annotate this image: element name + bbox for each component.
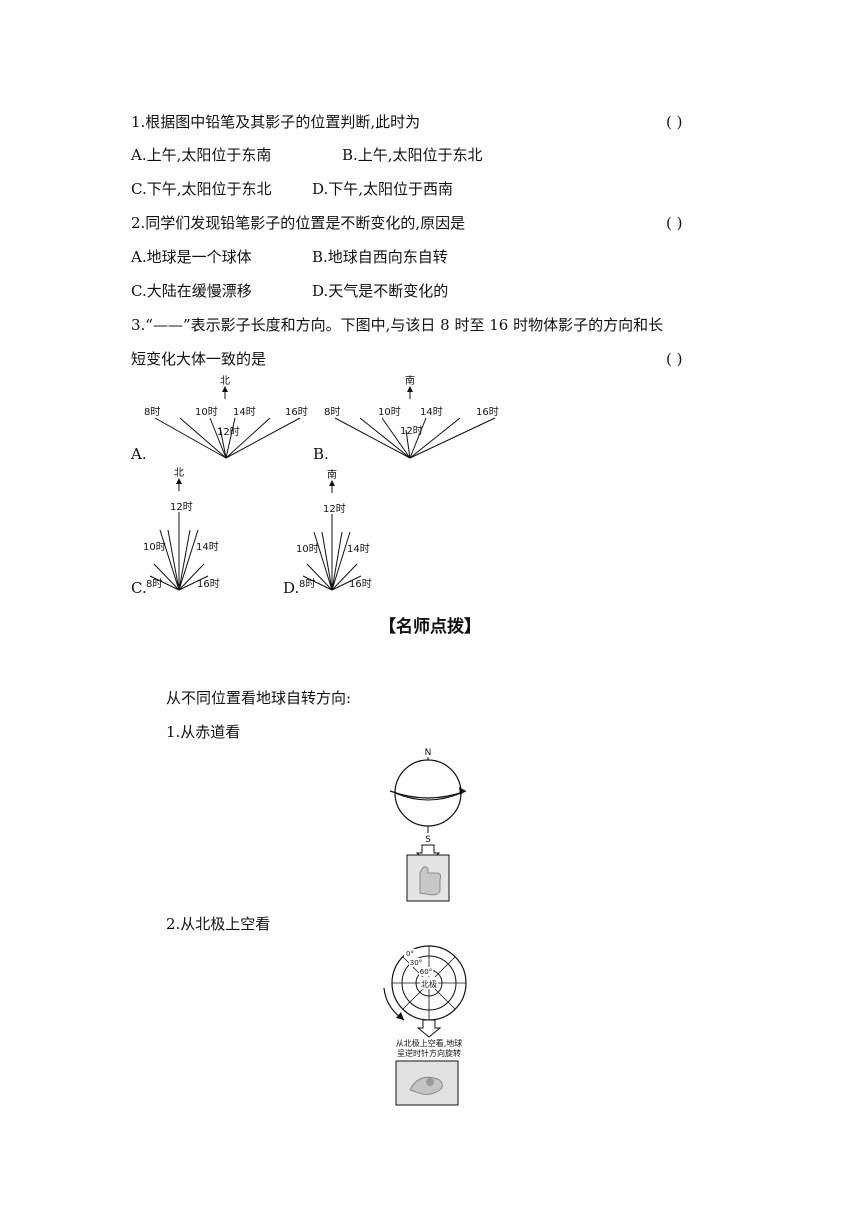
diagram-c-label-10: 10时 <box>143 541 166 553</box>
diagram-b-label-14: 14时 <box>420 406 443 418</box>
diagram-c-label-12: 12时 <box>170 501 193 513</box>
diagram-a-direction: 北 <box>220 375 230 387</box>
globe-north-label: N <box>425 748 432 758</box>
diagram-b-label-12: 12时 <box>400 425 423 437</box>
down-arrow-icon <box>416 1019 442 1038</box>
q1-option-b: B.上午,太阳位于东北 <box>342 146 483 164</box>
diagram-c-label-14: 14时 <box>196 541 219 553</box>
globe-south-label: S <box>425 835 431 845</box>
hand-rotation-icon <box>395 1060 459 1106</box>
polar-label-30: 30° <box>410 959 422 967</box>
diagram-d-label-10: 10时 <box>296 543 319 555</box>
answer-paren-2: ( ) <box>666 214 683 232</box>
tips-intro: 从不同位置看地球自转方向: <box>166 689 352 707</box>
shadow-diagram-b: 南 8时 10时 12时 14时 16时 <box>324 374 499 459</box>
q2-option-b: B.地球自西向东自转 <box>312 248 448 266</box>
polar-label-60: 60° <box>420 968 432 976</box>
counterclockwise-arrow-icon <box>396 1012 404 1020</box>
polar-center-label: 北极 <box>421 979 437 989</box>
diagram-c-label-8: 8时 <box>146 578 162 590</box>
diagram-a-label-8: 8时 <box>144 406 160 418</box>
diagram-b-direction: 南 <box>405 374 415 387</box>
question-3-stem-line1: 3.“——”表示影子长度和方向。下图中,与该日 8 时至 16 时物体影子的方向… <box>131 316 664 334</box>
diagram-d-letter: D. <box>283 579 300 597</box>
globe-icon <box>394 759 462 827</box>
question-1-stem: 1.根据图中铅笔及其影子的位置判断,此时为 <box>131 113 421 131</box>
shadow-diagram-d: 南 12时 10时 14时 8时 16时 <box>296 468 372 591</box>
polar-label-0: 0° <box>406 950 414 958</box>
diagram-b-label-10: 10时 <box>378 406 401 418</box>
rotation-arrow-icon <box>459 787 466 795</box>
q2-option-c: C.大陆在缓慢漂移 <box>131 282 252 300</box>
diagram-d-label-16: 16时 <box>349 578 372 590</box>
north-pole-view-figure: 北极 0° 30° 60° 从北极上空看,地球 呈逆时针方向旋转 <box>383 945 467 1106</box>
diagram-c-label-16: 16时 <box>197 578 220 590</box>
diagram-b-label-16: 16时 <box>476 406 499 418</box>
diagram-b-label-8: 8时 <box>324 406 340 418</box>
q1-option-a: A.上午,太阳位于东南 <box>131 146 272 164</box>
answer-paren-3: ( ) <box>666 350 683 368</box>
q1-option-d: D.下午,太阳位于西南 <box>312 180 454 198</box>
diagram-a-letter: A. <box>131 445 147 463</box>
equator-view-figure: N S <box>389 748 467 902</box>
q2-option-a: A.地球是一个球体 <box>131 248 252 266</box>
tips-item-2: 2.从北极上空看 <box>166 915 271 933</box>
answer-paren-1: ( ) <box>666 113 683 131</box>
q2-option-d: D.天气是不断变化的 <box>312 282 449 300</box>
diagram-a-label-10: 10时 <box>195 406 218 418</box>
tips-item-1: 1.从赤道看 <box>166 723 241 741</box>
diagram-a-label-16: 16时 <box>285 406 308 418</box>
shadow-diagram-c: 北 12时 10时 14时 8时 16时 <box>143 467 220 591</box>
question-2-stem: 2.同学们发现铅笔影子的位置是不断变化的,原因是 <box>131 214 466 232</box>
question-3-stem-line2: 短变化大体一致的是 <box>131 350 267 368</box>
q1-option-c: C.下午,太阳位于东北 <box>131 180 272 198</box>
diagram-d-label-14: 14时 <box>347 543 370 555</box>
diagram-c-letter: C. <box>131 579 147 597</box>
diagram-d-label-12: 12时 <box>323 503 346 515</box>
tips-heading: 【名师点拨】 <box>379 617 481 637</box>
diagram-a-label-12: 12时 <box>217 426 240 438</box>
diagram-d-label-8: 8时 <box>299 578 315 590</box>
diagram-d-direction: 南 <box>327 468 337 481</box>
polar-caption-line1: 从北极上空看,地球 <box>396 1038 463 1048</box>
diagram-c-direction: 北 <box>174 467 184 479</box>
polar-caption-line2: 呈逆时针方向旋转 <box>397 1048 461 1058</box>
diagram-b-letter: B. <box>313 445 329 463</box>
shadow-diagram-a: 北 8时 10时 12时 14时 16时 <box>144 375 308 459</box>
diagram-a-label-14: 14时 <box>233 406 256 418</box>
